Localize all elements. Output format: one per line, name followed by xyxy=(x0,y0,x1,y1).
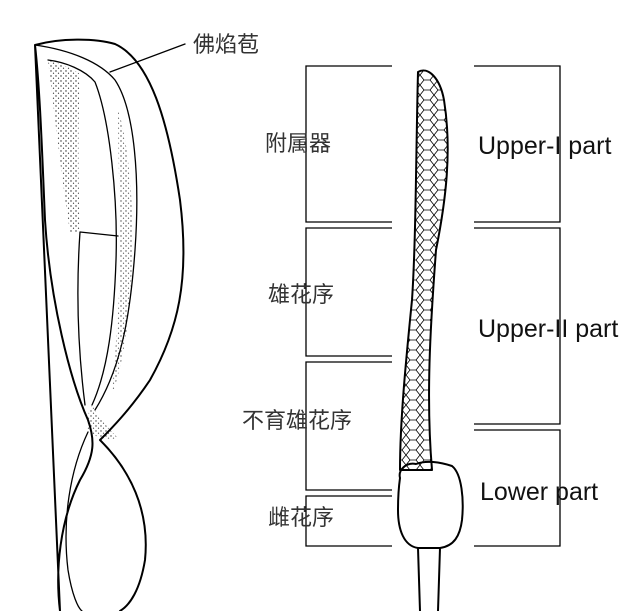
spathe-chamber xyxy=(66,432,88,611)
spathe-drawing xyxy=(35,40,183,611)
spathe-shading xyxy=(48,60,80,232)
spadix-stalk xyxy=(418,548,440,611)
label-spathe: 佛焰苞 xyxy=(193,33,259,58)
label-sterile-male-flowers: 不育雄花序 xyxy=(242,409,352,434)
female-flower-zone xyxy=(398,462,463,548)
spathe-shading-right xyxy=(112,110,132,395)
label-upper-one: Upper-I part xyxy=(478,132,611,160)
spadix-drawing xyxy=(396,66,463,611)
label-male-flowers: 雄花序 xyxy=(268,283,334,308)
label-appendage: 附属器 xyxy=(265,132,331,157)
label-female-flowers: 雌花序 xyxy=(268,506,334,531)
label-upper-two: Upper-II part xyxy=(478,315,618,343)
spathe-shading-neck xyxy=(87,405,118,439)
label-lower: Lower part xyxy=(480,478,598,506)
spadix-cell-texture xyxy=(396,66,456,476)
